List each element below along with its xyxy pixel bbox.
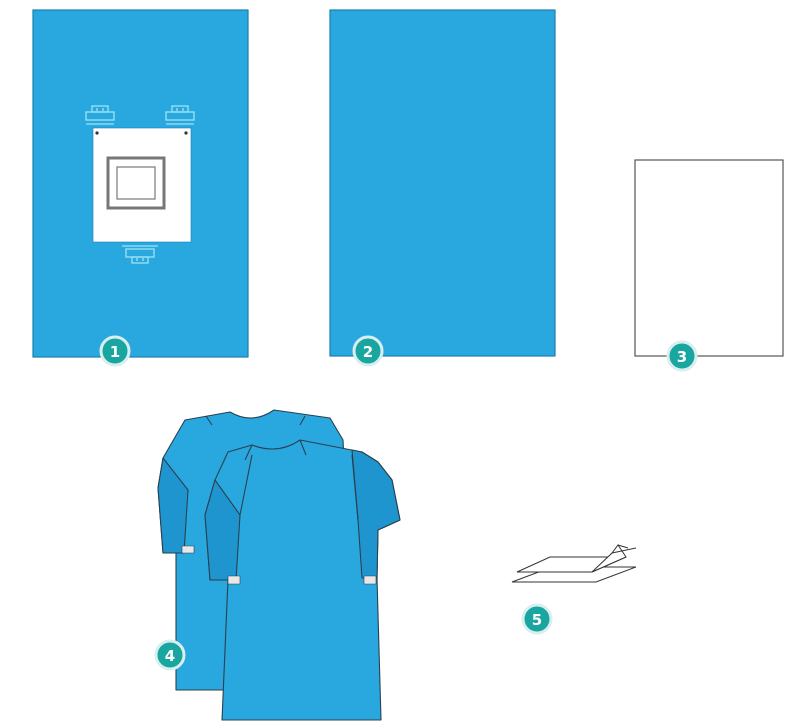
badge-number: 1 [110,343,120,361]
panel-dot-left [95,131,98,134]
badge-number: 4 [165,647,175,665]
white-sheet [635,160,783,356]
badge-5: 5 [523,605,551,633]
badge-number: 2 [363,343,373,361]
badge-1: 1 [101,337,129,365]
badge-2: 2 [354,337,382,365]
badge-number: 3 [677,348,687,366]
badge-3: 3 [668,342,696,370]
badge-number: 5 [532,611,542,629]
gown-front [205,440,400,720]
fenestrated-drape [33,10,248,357]
panel-dot-right [184,131,187,134]
badge-4: 4 [156,641,184,669]
fenestration-inner [117,167,155,199]
towels [512,545,636,582]
plain-drape [330,10,555,356]
surgical-gowns [158,410,400,720]
